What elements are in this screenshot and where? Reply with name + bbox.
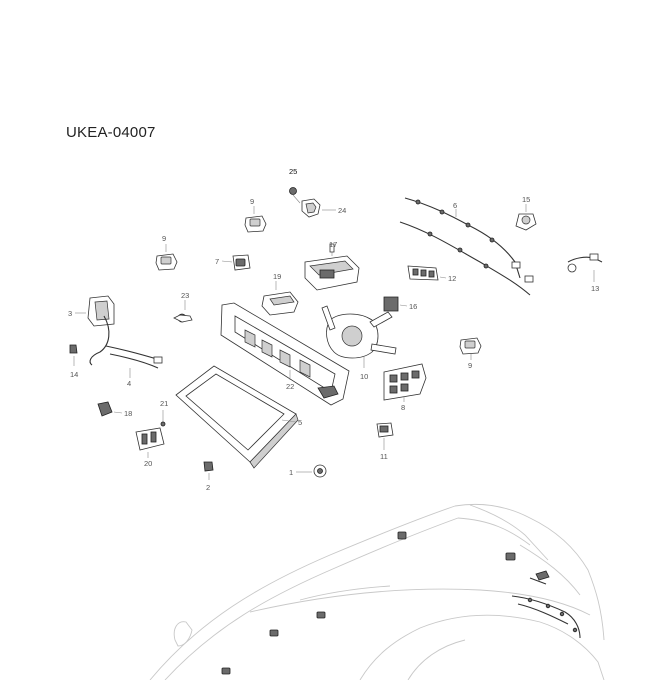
callout-14: 14 (70, 370, 78, 379)
vehicle-outline (149, 503, 605, 680)
callout-8: 8 (401, 403, 405, 412)
callout-16: 16 (409, 302, 417, 311)
part-1-sensor (296, 464, 327, 478)
callout-19: 19 (273, 272, 281, 281)
callout-9-right: 9 (468, 361, 472, 370)
callout-9-top: 9 (250, 197, 254, 206)
part-24-bracket (289, 187, 336, 218)
callout-17: 17 (329, 240, 337, 249)
part-22-dash-panel (220, 302, 350, 406)
callout-24: 24 (338, 206, 346, 215)
part-3-reservoir (75, 295, 115, 327)
callout-1: 1 (289, 468, 293, 477)
callout-13: 13 (591, 284, 599, 293)
callout-22: 22 (286, 382, 294, 391)
part-5-display (175, 365, 299, 469)
callout-9-left: 9 (162, 234, 166, 243)
part-6-wiring-harness (399, 197, 534, 296)
vehicle-components (221, 531, 581, 675)
diagram-code: UKEA-04007 (66, 124, 156, 141)
part-13-harness (567, 253, 603, 282)
part-2-connector (203, 461, 214, 480)
part-17-control-module (304, 243, 360, 291)
callout-12: 12 (448, 274, 456, 283)
part-20-bracket (135, 427, 165, 458)
part-14-clip (69, 344, 78, 366)
callout-6: 6 (453, 201, 457, 210)
callout-15: 15 (522, 195, 530, 204)
part-19-module (261, 281, 299, 316)
part-7-switch (221, 254, 251, 271)
callout-23: 23 (181, 291, 189, 300)
part-12-switch-panel (407, 265, 447, 281)
callout-4: 4 (127, 379, 131, 388)
callout-21: 21 (160, 399, 168, 408)
callout-3: 3 (68, 309, 72, 318)
part-23-sensor (173, 300, 193, 323)
part-4-hose (89, 315, 163, 378)
callout-18: 18 (124, 409, 132, 418)
part-18-sensor (97, 401, 123, 417)
callout-7: 7 (215, 257, 219, 266)
part-9-top-switch (244, 206, 267, 233)
callout-5: 5 (298, 418, 302, 427)
callout-25: 25 (289, 167, 297, 176)
callout-20: 20 (144, 459, 152, 468)
callout-11: 11 (380, 452, 388, 461)
part-9-left-switch (155, 244, 178, 271)
part-9-right-switch (459, 337, 482, 360)
part-15-sensor (515, 204, 537, 231)
callout-10: 10 (360, 372, 368, 381)
callout-2: 2 (206, 483, 210, 492)
part-8-switch-pack (383, 363, 427, 402)
part-16-switch (383, 296, 408, 312)
part-11-switch (376, 422, 394, 450)
part-10-steering-switch (321, 305, 397, 368)
part-21-screw (160, 410, 166, 427)
